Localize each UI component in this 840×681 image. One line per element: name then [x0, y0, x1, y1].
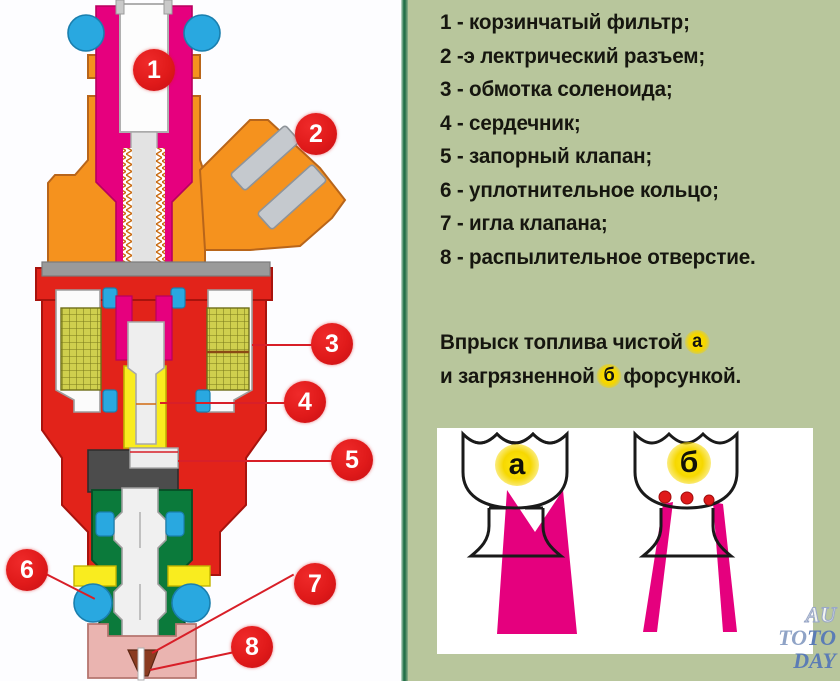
callout-badge-6[interactable]: 6: [6, 549, 48, 591]
oring-inner-right: [170, 287, 186, 309]
dirty-throat: [638, 508, 736, 558]
watermark-line-2: TOTO: [750, 626, 836, 649]
caption-line-2-pre: и загрязненной: [440, 364, 595, 388]
marker-a-letter: а: [692, 331, 703, 352]
legend-item-4: 4 - сердечник;: [440, 110, 581, 135]
marker-a-glow: [684, 330, 710, 354]
legend-item-3: 3 - обмотка соленоида;: [440, 77, 673, 101]
deposit-2: [680, 491, 694, 505]
watermark-line-2a: TO: [778, 625, 808, 650]
marker-a-inline: а: [684, 330, 710, 354]
oring-upper-left: [67, 14, 105, 52]
caption-line-1: Впрыск топлива чистой а: [440, 325, 824, 359]
legend-item-8: 8 - распылительное отверстие.: [440, 244, 756, 269]
oring-upper-right: [183, 14, 221, 52]
legend-panel: 1 - корзинчатый фильтр; 2 -э лектрически…: [408, 0, 840, 681]
legend-item-7: 7 - игла клапана;: [440, 211, 608, 235]
plunger: [127, 321, 165, 445]
spray-clean-nozzle: а: [445, 428, 625, 654]
oring-mid-left: [102, 389, 118, 413]
deposit-1: [658, 490, 672, 504]
connector-pins: [230, 125, 327, 230]
dirty-stream-left: [643, 502, 673, 632]
panel-divider: [401, 0, 408, 681]
callout-badge-3[interactable]: 3: [311, 323, 353, 365]
watermark-autotoday: AU TOTO DAY: [750, 603, 836, 677]
marker-b-badge-letter: б: [679, 446, 699, 479]
seal-band-left: [73, 565, 117, 587]
legend-list: 1 - корзинчатый фильтр; 2 -э лектрически…: [440, 6, 840, 274]
watermark-line-3: DAY: [793, 648, 836, 673]
spray-comparison-box: а: [437, 428, 813, 654]
shell-gasket: [41, 261, 271, 277]
caption-line-2-post: форсункой.: [623, 364, 742, 388]
callout-badge-5[interactable]: 5: [331, 439, 373, 481]
marker-b-badge: б: [667, 442, 711, 484]
leader-5: [178, 460, 340, 462]
caption-line-2: и загрязненной б форсункой.: [440, 359, 824, 393]
clean-throat: [466, 508, 566, 558]
caption-line-1-text: Впрыск топлива чистой: [440, 330, 683, 354]
watermark-line-1: AU: [805, 602, 837, 627]
marker-a-badge-glow: [495, 444, 539, 486]
leader-4: [160, 402, 292, 404]
watermark-line-2b: TO: [807, 625, 836, 650]
spray-dirty-nozzle: б: [625, 428, 805, 654]
callout-badge-2[interactable]: 2: [295, 113, 337, 155]
legend-item-2: 2 -э лектрический разъем;: [440, 43, 706, 68]
marker-b-glow: [596, 364, 622, 388]
dirty-stream-right: [713, 502, 737, 632]
legend-item-5: 5 - запорный клапан;: [440, 144, 653, 168]
oring-mid-right: [195, 389, 211, 413]
deposit-3: [703, 494, 715, 506]
thread-left: [123, 148, 132, 272]
seal-band-right: [167, 565, 211, 587]
thread-right: [156, 148, 165, 272]
sealing-ring-right: [171, 583, 211, 623]
marker-b-letter: б: [603, 365, 615, 386]
leader-3: [252, 344, 320, 346]
legend-item-1: 1 - корзинчатый фильтр;: [440, 10, 690, 34]
electrical-connector-body: [198, 119, 347, 251]
oring-valve-right: [165, 511, 185, 537]
marker-a-badge: а: [495, 444, 539, 486]
callout-badge-4[interactable]: 4: [284, 381, 326, 423]
legend-item-6: 6 - уплотнительное кольцо;: [440, 177, 719, 202]
clean-spray-plume: [497, 490, 577, 634]
marker-a-badge-letter: а: [508, 448, 526, 481]
callout-badge-7[interactable]: 7: [294, 563, 336, 605]
solenoid-winding-left: [60, 307, 102, 391]
oring-valve-left: [95, 511, 115, 537]
callout-badge-1[interactable]: 1: [133, 49, 175, 91]
solenoid-winding-right: [206, 307, 250, 391]
oring-inner-left: [102, 287, 118, 309]
marker-b-inline: б: [596, 364, 622, 388]
injector-cutaway-panel: 1 2 3 4 5 6 7 8: [0, 0, 402, 681]
dirty-valve-bowl: [633, 430, 739, 510]
callout-badge-8[interactable]: 8: [231, 626, 273, 668]
marker-b-badge-glow: [667, 442, 711, 484]
